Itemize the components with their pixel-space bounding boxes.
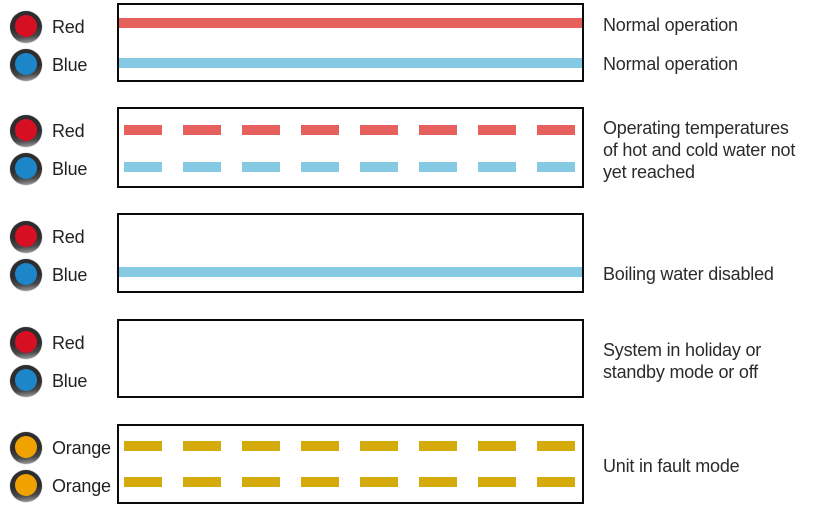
led-core (15, 15, 37, 37)
blue-state-line-dashed (124, 162, 579, 172)
state-box (117, 3, 584, 82)
led-core (15, 157, 37, 179)
led-label: Orange (52, 476, 111, 496)
description-line: yet reached (603, 162, 695, 182)
state-description: Operating temperatures of hot and cold w… (603, 117, 795, 183)
legend-row: Orange Orange Unit in fault mode (0, 424, 819, 504)
led-core (15, 263, 37, 285)
led-core (15, 436, 37, 458)
description-line: System in holiday or (603, 340, 762, 360)
blue-state-line (119, 267, 582, 277)
description-line: standby mode or off (603, 362, 758, 382)
state-description: Unit in fault mode (603, 456, 740, 476)
blue-led-icon (10, 259, 42, 291)
state-box (117, 424, 584, 504)
led-label: Blue (52, 55, 88, 75)
led-label: Blue (52, 265, 88, 285)
led-label: Blue (52, 371, 88, 391)
blue-led-icon (10, 49, 42, 81)
led-core (15, 474, 37, 496)
led-label: Red (52, 227, 85, 247)
led-core (15, 331, 37, 353)
description-line: Operating temperatures (603, 118, 789, 138)
state-box (117, 319, 584, 398)
red-led-icon (10, 11, 42, 43)
red-led-icon (10, 221, 42, 253)
red-state-line (119, 18, 582, 28)
legend-row: Red Blue Boiling water disabled (0, 213, 819, 293)
legend-row: Red Blue Operating temperatures of hot a… (0, 107, 819, 188)
state-description: Normal operation (603, 15, 738, 35)
red-state-line-dashed (124, 125, 579, 135)
legend-row: Red Blue Normal operation Normal operati… (0, 3, 819, 82)
orange-led-icon (10, 432, 42, 464)
led-label: Orange (52, 438, 111, 458)
state-box (117, 213, 584, 293)
state-description: Normal operation (603, 54, 738, 74)
red-led-icon (10, 327, 42, 359)
legend-row: Red Blue System in holiday or standby mo… (0, 319, 819, 398)
led-label: Red (52, 333, 85, 353)
blue-led-icon (10, 153, 42, 185)
led-core (15, 53, 37, 75)
orange-state-line-dashed (124, 477, 579, 487)
orange-state-line-dashed (124, 441, 579, 451)
description-line: of hot and cold water not (603, 140, 796, 160)
state-box (117, 107, 584, 188)
blue-state-line (119, 58, 582, 68)
led-label: Blue (52, 159, 88, 179)
blue-led-icon (10, 365, 42, 397)
led-core (15, 369, 37, 391)
state-description: System in holiday or standby mode or off (603, 339, 761, 383)
led-label: Red (52, 17, 85, 37)
state-description: Boiling water disabled (603, 264, 774, 284)
led-core (15, 119, 37, 141)
led-label: Red (52, 121, 85, 141)
red-led-icon (10, 115, 42, 147)
led-core (15, 225, 37, 247)
orange-led-icon (10, 470, 42, 502)
